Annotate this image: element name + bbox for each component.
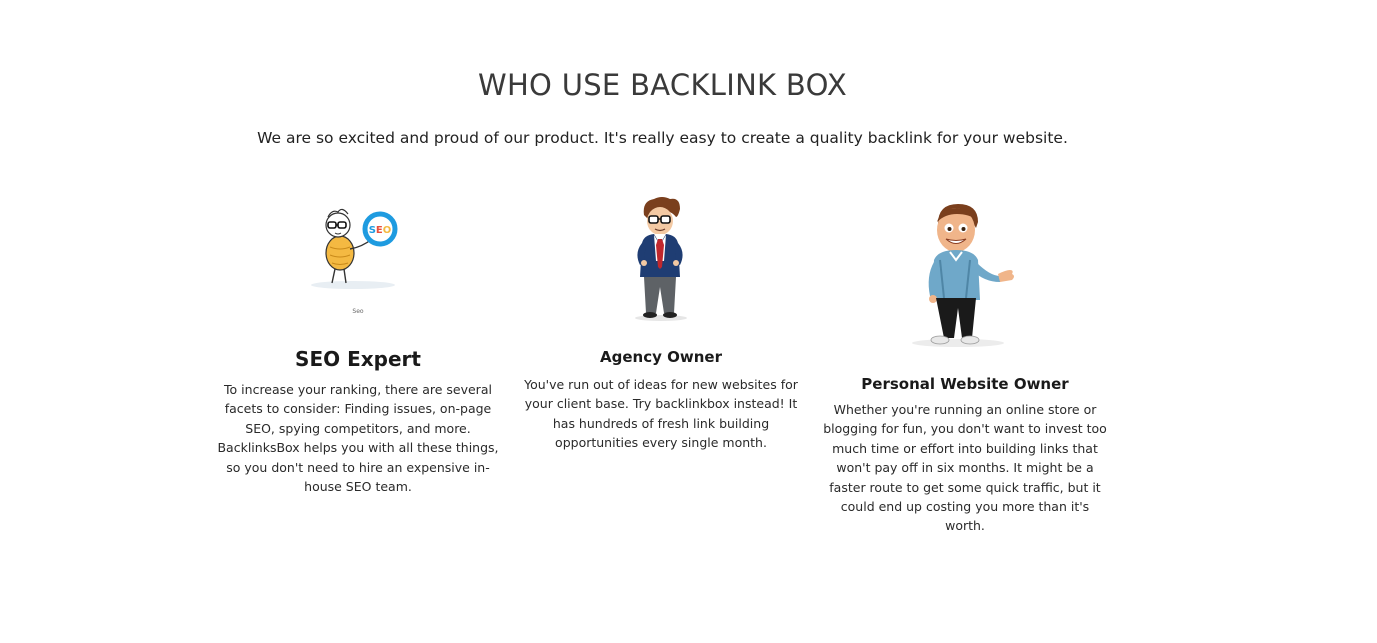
card-description: Whether you're running an online store o… (823, 402, 1107, 534)
svg-text:SEO: SEO (369, 225, 392, 236)
card-description: You've run out of ideas for new websites… (524, 377, 798, 451)
card-title: SEO Expert (295, 347, 421, 371)
seo-magnifier-character-icon: SEO (308, 205, 408, 300)
section-title: WHO USE BACKLINK BOX (477, 68, 848, 102)
card-personal-website-owner: Personal Website Owner Whether you're ru… (820, 0, 1110, 643)
card-description: To increase your ranking, there are seve… (217, 382, 499, 495)
businessman-character-icon (630, 197, 692, 328)
image-caption: Seo (352, 308, 364, 315)
card-agency-owner: Agency Owner You've run out of ideas for… (516, 0, 806, 643)
card-title: Agency Owner (600, 348, 722, 366)
card-title: Personal Website Owner (861, 375, 1069, 393)
section-subtitle: We are so excited and proud of our produ… (257, 129, 1068, 147)
card-seo-expert: SEO Seo SEO Expert To increase your rank… (214, 0, 502, 643)
presenting-man-character-icon (910, 202, 1020, 353)
